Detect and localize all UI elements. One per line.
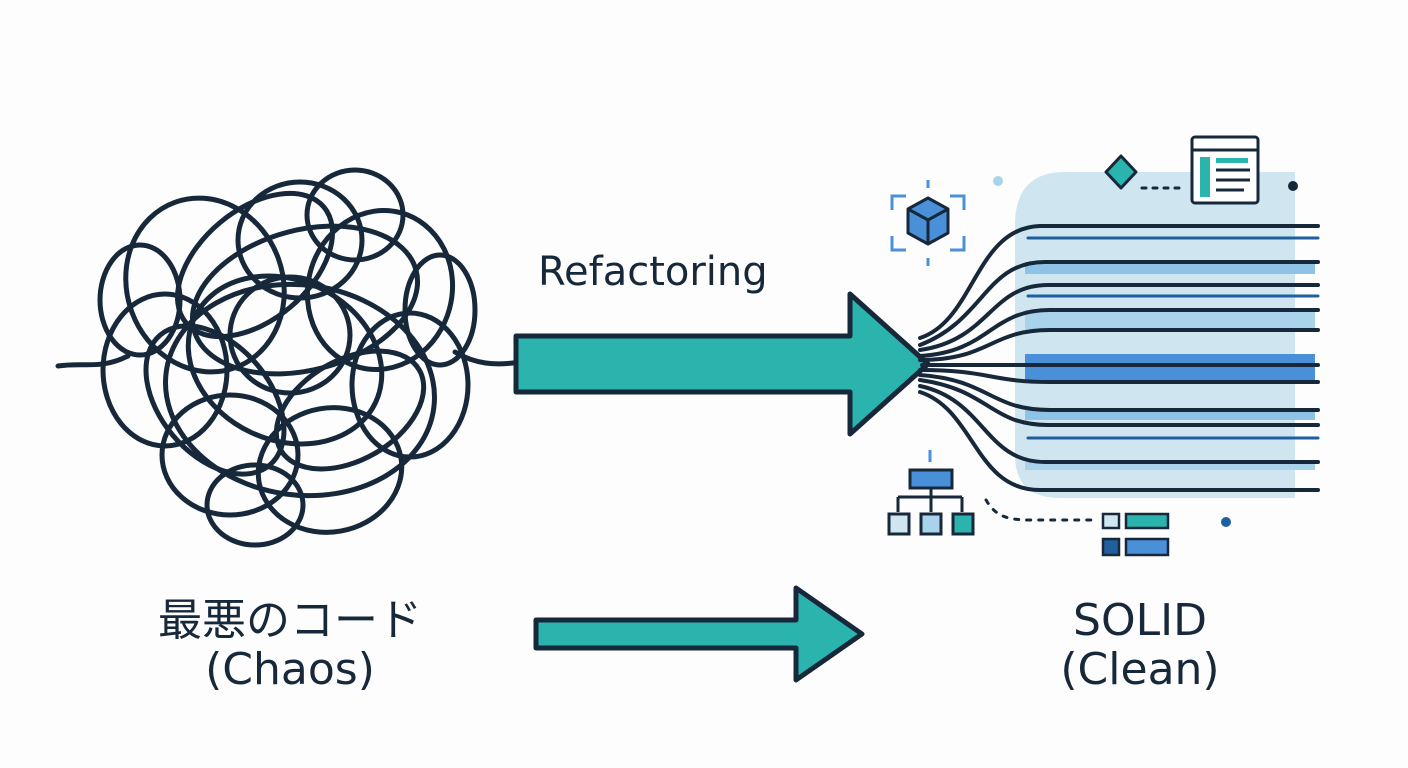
cube-icon: [890, 180, 966, 266]
clean-caption: SOLID (Clean): [1000, 596, 1280, 695]
refactoring-arrow: [513, 291, 931, 437]
tangle-icon: [55, 167, 523, 548]
diamond-icon: [993, 154, 1298, 191]
clean-lines: [918, 224, 1320, 492]
highlight-bar: [1025, 460, 1315, 470]
dotted-connector: [984, 498, 1094, 522]
module-blocks-icon: [1101, 512, 1170, 557]
hierarchy-icon: [887, 450, 975, 536]
small-arrow: [533, 585, 865, 683]
dot: [1221, 517, 1231, 527]
chaos-caption: 最悪のコード (Chaos): [110, 596, 470, 695]
chaos-caption-line2: (Chaos): [205, 644, 375, 696]
tangle-tail-left: [55, 353, 131, 369]
clean-background-panel: [1015, 172, 1295, 498]
arrow-label: Refactoring: [538, 249, 768, 295]
chaos-caption-line1: 最悪のコード: [158, 595, 422, 646]
browser-window-icon: [1190, 135, 1260, 205]
clean-caption-line2: (Clean): [1060, 644, 1220, 696]
clean-caption-line1: SOLID: [1073, 595, 1207, 646]
highlight-bar: [1025, 310, 1315, 330]
highlight-bar: [1025, 262, 1315, 274]
